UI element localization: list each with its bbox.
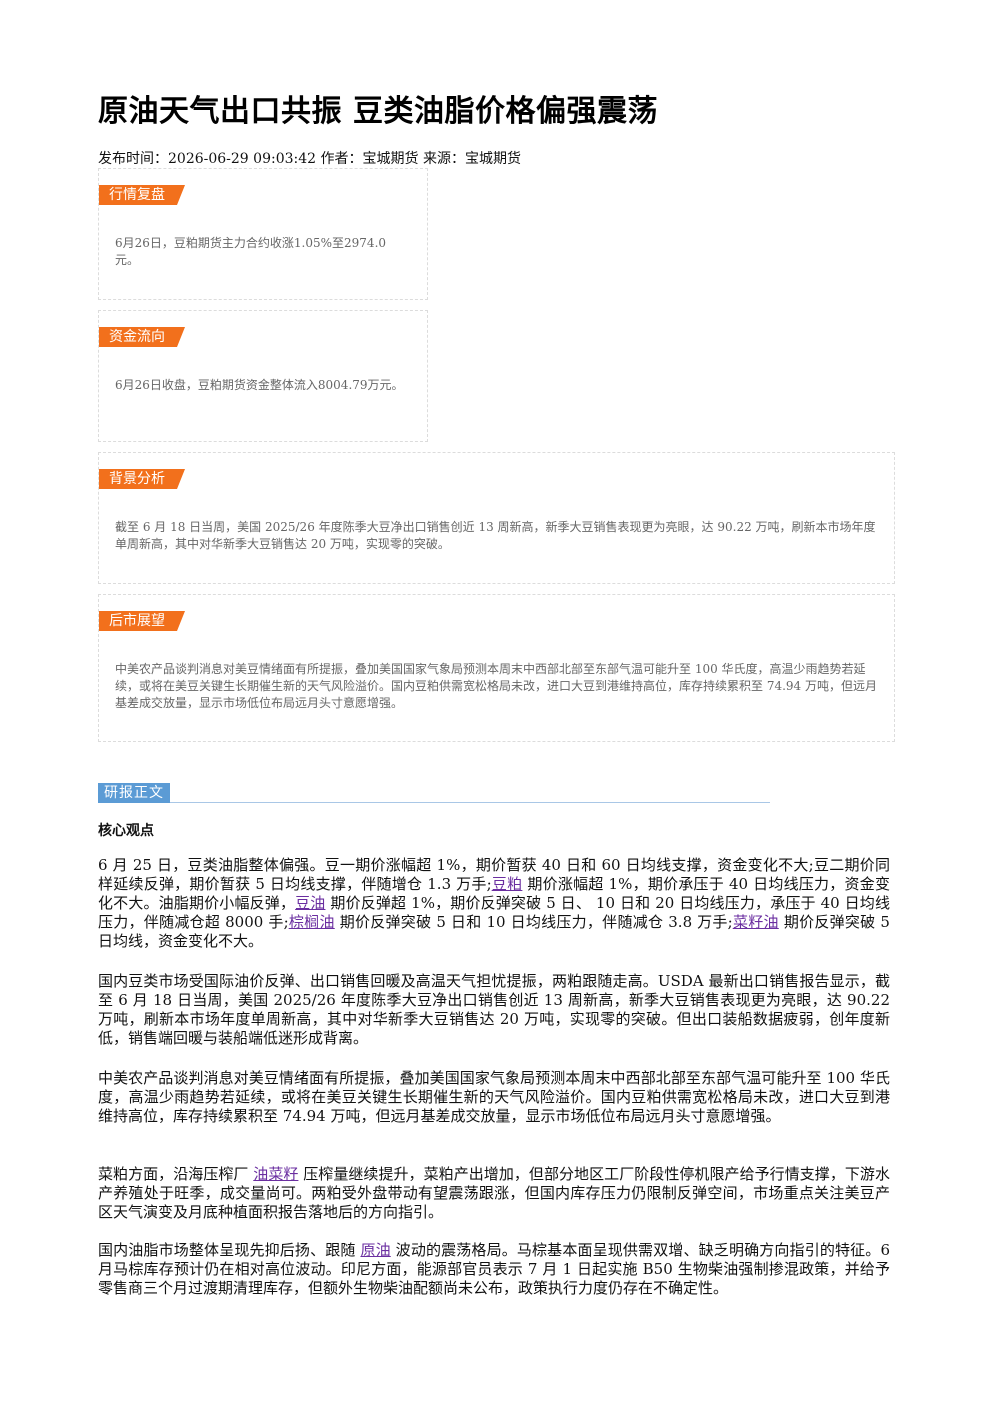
link-soybean-oil[interactable]: 豆油 xyxy=(295,894,326,912)
page-title: 原油天气出口共振 豆类油脂价格偏强震荡 xyxy=(98,94,658,129)
core-view-heading: 核心观点 xyxy=(98,823,154,839)
summary-box-fund-flow: 资金流向 6月26日收盘，豆粕期货资金整体流入8004.79万元。 xyxy=(98,310,428,442)
summary-box-market-review: 行情复盘 6月26日，豆粕期货主力合约收涨1.05%至2974.0元。 xyxy=(98,168,428,300)
p1-text-a: 6 月 25 日，豆类油脂整体偏强。豆一期价涨幅超 1%，期价暂获 40 日和 … xyxy=(98,856,890,893)
link-rapeseed[interactable]: 油菜籽 xyxy=(253,1165,299,1183)
section-label-report-body: 研报正文 xyxy=(98,782,770,803)
p1-text-e: 期价反弹突破 5 日均线，资金变化不大。 xyxy=(98,913,890,950)
paragraph-2: 国内豆类市场受国际油价反弹、出口销售回暖及高温天气担忧提振，两粕跟随走高。USD… xyxy=(98,972,890,1047)
section-label-text: 研报正文 xyxy=(98,783,170,803)
paragraph-1: 6 月 25 日，豆类油脂整体偏强。豆一期价涨幅超 1%，期价暂获 40 日和 … xyxy=(98,856,890,951)
paragraph-4: 菜粕方面，沿海压榨厂 油菜籽 压榨量继续提升，菜粕产出增加，但部分地区工厂阶段性… xyxy=(98,1165,890,1222)
summary-box-outlook: 后市展望 中美农产品谈判消息对美豆情绪面有所提振，叠加美国国家气象局预测本周末中… xyxy=(98,594,895,742)
summary-box-background: 背景分析 截至 6 月 18 日当周，美国 2025/26 年度陈季大豆净出口销… xyxy=(98,452,895,584)
p5-text-b: 波动的震荡格局。马棕基本面呈现供需双增、缺乏明确方向指引的特征。6 月马棕库存预… xyxy=(98,1241,890,1297)
p1-text-c: 期价反弹超 1%，期价反弹突破 5 日、 10 日和 20 日均线压力，承压于 … xyxy=(98,894,890,931)
link-palm-oil[interactable]: 棕榈油 xyxy=(288,913,335,931)
article-meta: 发布时间：2026-06-29 09:03:42 作者：宝城期货 来源：宝城期货 xyxy=(98,151,521,167)
box-text-outlook: 中美农产品谈判消息对美豆情绪面有所提振，叠加美国国家气象局预测本周末中西部北部至… xyxy=(115,662,877,710)
link-soybean-meal[interactable]: 豆粕 xyxy=(491,875,523,893)
p4-text-b: 压榨量继续提升，菜粕产出增加，但部分地区工厂阶段性停机限产给予行情支撑，下游水产… xyxy=(98,1165,890,1221)
tag-outlook: 后市展望 xyxy=(99,611,185,631)
paragraph-3: 中美农产品谈判消息对美豆情绪面有所提振，叠加美国国家气象局预测本周末中西部北部至… xyxy=(98,1069,890,1125)
tag-fund-flow: 资金流向 xyxy=(99,327,185,347)
link-crude-oil[interactable]: 原油 xyxy=(360,1241,391,1259)
box-text-market-review: 6月26日，豆粕期货主力合约收涨1.05%至2974.0元。 xyxy=(115,236,387,267)
p5-text-a: 国内油脂市场整体呈现先抑后扬、跟随 xyxy=(98,1241,361,1259)
tag-background: 背景分析 xyxy=(99,469,185,489)
link-rapeseed-oil[interactable]: 菜籽油 xyxy=(732,913,779,931)
box-text-background: 截至 6 月 18 日当周，美国 2025/26 年度陈季大豆净出口销售创近 1… xyxy=(115,520,876,551)
box-text-fund-flow: 6月26日收盘，豆粕期货资金整体流入8004.79万元。 xyxy=(115,378,404,392)
p4-text-a: 菜粕方面，沿海压榨厂 xyxy=(98,1165,254,1183)
p1-text-b: 期价涨幅超 1%，期价承压于 40 日均线压力，资金变化不大。油脂期价小幅反弹， xyxy=(98,875,890,912)
p1-text-d: 期价反弹突破 5 日和 10 日均线压力，伴随减仓 3.8 万手; xyxy=(334,913,733,931)
tag-market-review: 行情复盘 xyxy=(99,185,185,205)
paragraph-5: 国内油脂市场整体呈现先抑后扬、跟随 原油 波动的震荡格局。马棕基本面呈现供需双增… xyxy=(98,1241,890,1298)
